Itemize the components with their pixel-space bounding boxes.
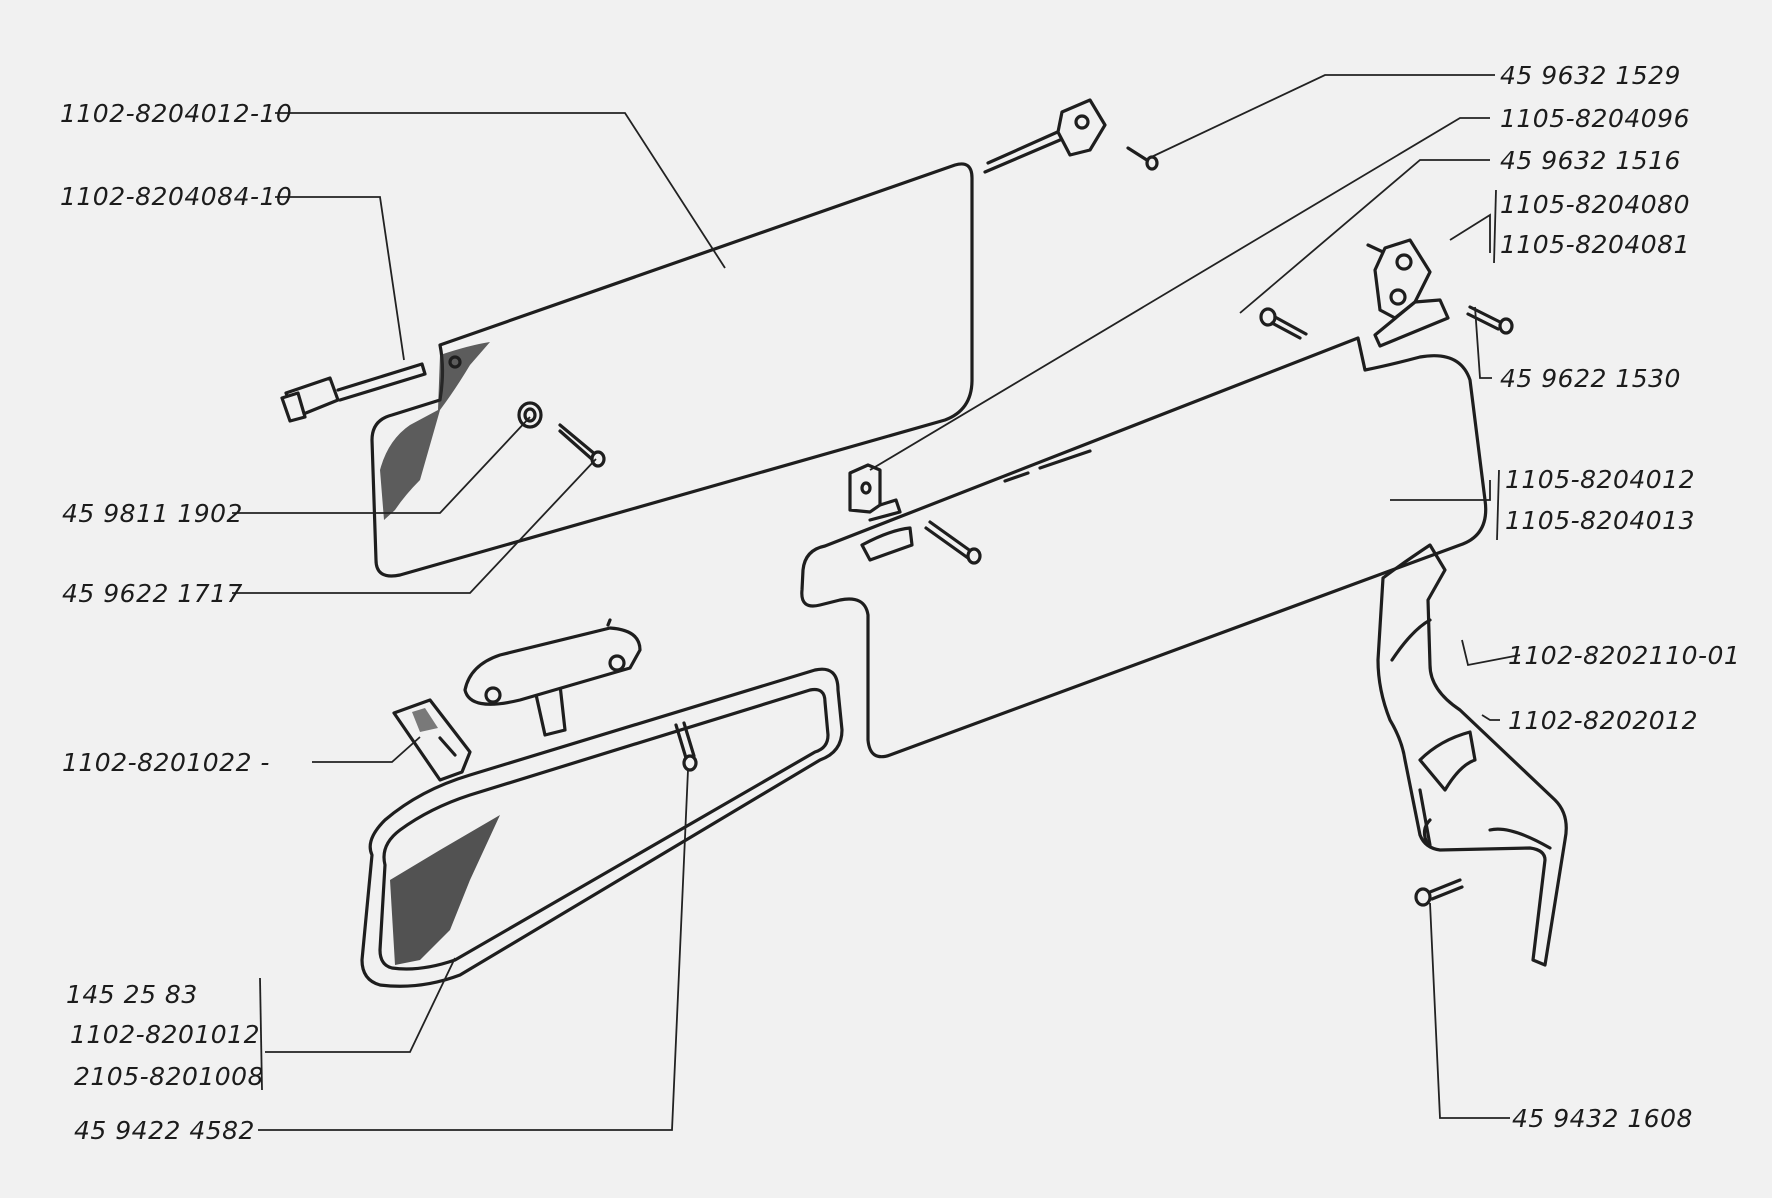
label-1105-8204080: 1105-8204080 — [1500, 190, 1690, 219]
left-visor-washer — [517, 401, 543, 429]
grab-handle — [1376, 543, 1568, 967]
label-1105-8204012: 1105-8204012 — [1505, 465, 1695, 494]
label-1102-8201012: 1102-8201012 — [70, 1020, 260, 1049]
grab-handle-screw — [1414, 878, 1464, 907]
mirror-screw — [674, 721, 698, 772]
label-1105-8204081: 1105-8204081 — [1500, 230, 1690, 259]
rear-view-mirror — [360, 667, 844, 988]
label-45-9811-1902: 45 9811 1902 — [62, 499, 243, 528]
right-bracket-screw — [1466, 305, 1514, 335]
label-45-9432-1608: 45 9432 1608 — [1512, 1104, 1693, 1133]
left-visor-screw — [558, 423, 606, 468]
label-45-9622-1717: 45 9622 1717 — [62, 579, 243, 608]
label-1102-8201022: 1102-8201022 - — [62, 748, 270, 777]
leader-lines — [232, 74, 1521, 1131]
label-2105-8201008: 2105-8201008 — [74, 1062, 264, 1091]
visor-clip — [848, 463, 902, 522]
label-1105-8204013: 1105-8204013 — [1505, 506, 1695, 535]
loose-screw — [1259, 307, 1308, 340]
mirror-mount-arm — [463, 618, 642, 737]
label-145-25-83: 145 25 83 — [66, 980, 198, 1009]
left-sun-visor — [370, 162, 974, 578]
right-sun-visor — [800, 336, 1488, 759]
left-visor-pivot-rod — [280, 362, 427, 423]
label-45-9622-1530: 45 9622 1530 — [1500, 364, 1681, 393]
label-1102-8204012-10: 1102-8204012-10 — [60, 99, 293, 128]
visor-clip-screw — [924, 520, 982, 565]
label-45-9422-4582: 45 9422 4582 — [74, 1116, 255, 1145]
top-pivot-bracket — [983, 98, 1159, 174]
label-1105-8204096: 1105-8204096 — [1500, 104, 1690, 133]
right-visor-bracket — [1366, 238, 1450, 348]
label-45-9632-1529: 45 9632 1529 — [1500, 61, 1681, 90]
label-1102-8202012: 1102-8202012 — [1508, 706, 1698, 735]
label-1102-8202110-01: 1102-8202110-01 — [1508, 641, 1741, 670]
label-45-9632-1516: 45 9632 1516 — [1500, 146, 1681, 175]
label-1102-8204084-10: 1102-8204084-10 — [60, 182, 293, 211]
mirror-mount-bracket — [392, 698, 472, 782]
